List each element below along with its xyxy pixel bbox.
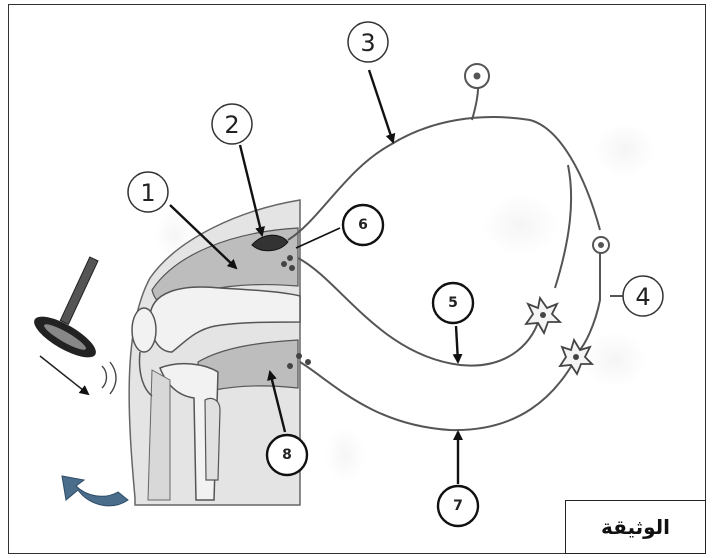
svg-text:6: 6: [358, 217, 368, 233]
svg-text:3: 3: [360, 29, 375, 57]
motor-end-plate-hamstring: [287, 353, 311, 369]
svg-text:8: 8: [282, 447, 292, 463]
svg-text:5: 5: [448, 295, 458, 311]
label-7: 7: [436, 484, 480, 528]
document-frame: [8, 4, 706, 554]
interneuron-cell-body: [592, 236, 610, 254]
label-5: 5: [431, 281, 475, 325]
muscle-spindle: [251, 234, 289, 252]
document-caption-box: الوثيقة: [565, 500, 706, 554]
motor-neuron-body-1: [524, 295, 563, 336]
svg-text:1: 1: [140, 179, 155, 207]
label-8: 8: [265, 433, 309, 477]
motor-neuron-extensor: [297, 257, 541, 367]
motor-neuron-body-2: [558, 337, 595, 376]
fibula-bone: [204, 397, 221, 481]
motor-end-plate-quadriceps: [281, 255, 295, 271]
label-4: 4: [622, 275, 664, 317]
label-3: 3: [347, 21, 389, 63]
leg-kick-arrow-icon: [61, 475, 129, 507]
label-2: 2: [211, 103, 253, 145]
label-1: 1: [127, 171, 169, 213]
femur-bone: [149, 286, 301, 353]
callout-arrows: [169, 69, 463, 484]
svg-text:7: 7: [453, 498, 463, 514]
label-6: 6: [341, 203, 385, 247]
document-caption: الوثيقة: [600, 515, 671, 539]
spinal-cord-background: [155, 124, 655, 483]
motor-neuron-flexor: [299, 359, 576, 432]
patella: [131, 307, 157, 353]
reflex-hammer-icon: [34, 256, 117, 396]
svg-text:2: 2: [224, 111, 239, 139]
neural-pathways: [287, 87, 625, 432]
sensory-cell-body: [464, 63, 490, 89]
leg-silhouette: [128, 199, 301, 506]
svg-text:4: 4: [635, 283, 650, 311]
sensory-neuron: [287, 116, 601, 241]
